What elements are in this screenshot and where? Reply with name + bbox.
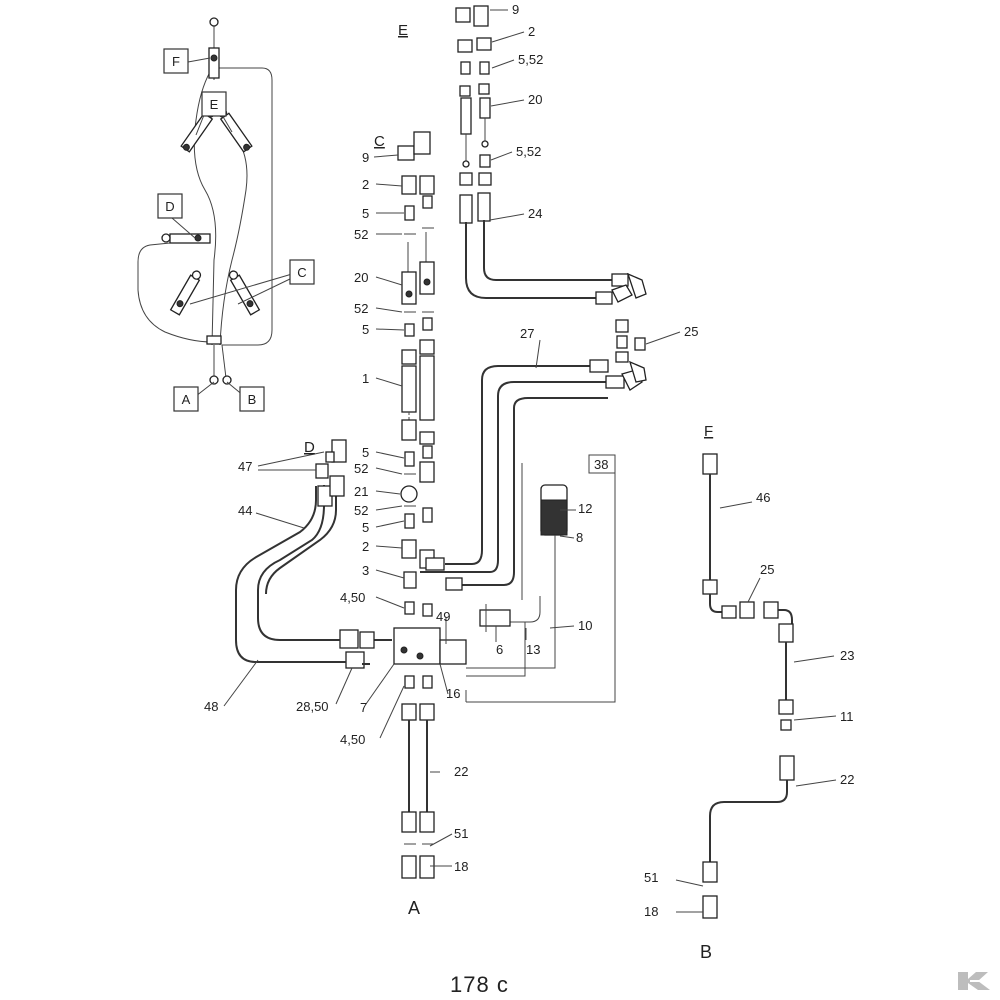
callout-f-25: 25 [760, 562, 774, 577]
callout-f-22: 22 [840, 772, 854, 787]
section-f: F 46 25 23 11 22 51 18 B [644, 423, 854, 962]
section-e: E 9 2 5,52 20 5,52 24 [398, 2, 647, 305]
callout-c-5-d: 5 [362, 520, 369, 535]
callout-e-20: 20 [528, 92, 542, 107]
callout-c-21: 21 [354, 484, 368, 499]
brand-k-logo-icon [958, 972, 992, 990]
callout-c-49: 49 [436, 609, 450, 624]
callout-e-9: 9 [512, 2, 519, 17]
callout-c-52-b: 52 [354, 301, 368, 316]
outlet-b-label: B [700, 942, 712, 962]
overview-label-f: F [172, 54, 180, 69]
callout-c-20: 20 [354, 270, 368, 285]
callout-c-9: 9 [362, 150, 369, 165]
callout-f-23: 23 [840, 648, 854, 663]
callout-12: 12 [578, 501, 592, 516]
callout-c-5-c: 5 [362, 445, 369, 460]
callout-8: 8 [576, 530, 583, 545]
callout-e-24: 24 [528, 206, 542, 221]
callout-6: 6 [496, 642, 503, 657]
callout-c-52-c: 52 [354, 461, 368, 476]
overview-label-c: C [297, 265, 306, 280]
callout-e-5-52-a: 5,52 [518, 52, 543, 67]
callout-f-18: 18 [644, 904, 658, 919]
callout-c-52-a: 52 [354, 227, 368, 242]
overview-label-b: B [248, 392, 257, 407]
callout-c-44: 44 [238, 503, 252, 518]
callout-c-2-b: 2 [362, 539, 369, 554]
callout-c-18: 18 [454, 859, 468, 874]
callout-c-4-50-a: 4,50 [340, 590, 365, 605]
callout-13: 13 [526, 642, 540, 657]
callout-c-48: 48 [204, 699, 218, 714]
callout-c-4-50-b: 4,50 [340, 732, 365, 747]
callout-c-7: 7 [360, 700, 367, 715]
callout-10: 10 [578, 618, 592, 633]
control-unit: 38 12 8 6 13 10 [465, 454, 616, 703]
callout-c-28-50: 28,50 [296, 699, 329, 714]
outlet-a-label: A [408, 898, 420, 918]
callout-c-2: 2 [362, 177, 369, 192]
callout-25: 25 [684, 324, 698, 339]
callout-38: 38 [594, 457, 608, 472]
callout-c-51: 51 [454, 826, 468, 841]
overview-label-a: A [182, 392, 191, 407]
callout-e-2: 2 [528, 24, 535, 39]
section-c: C [204, 131, 468, 918]
overview-label-e: E [210, 97, 219, 112]
section-f-label: F [704, 423, 713, 440]
callout-c-5: 5 [362, 206, 369, 221]
section-d-label: D [304, 439, 315, 456]
overview-label-d: D [165, 199, 174, 214]
callout-c-3: 3 [362, 563, 369, 578]
callout-c-52-d: 52 [354, 503, 368, 518]
callout-f-46: 46 [756, 490, 770, 505]
callout-27: 27 [520, 326, 534, 341]
callout-f-11: 11 [840, 709, 854, 724]
connectors-25-27: 27 25 [420, 319, 698, 586]
callout-c-1: 1 [362, 371, 369, 386]
callout-c-5-b: 5 [362, 322, 369, 337]
callout-c-22: 22 [454, 764, 468, 779]
section-c-label: C [374, 133, 385, 150]
callout-c-47: 47 [238, 459, 252, 474]
overview-schematic: F E D C A B [137, 17, 315, 412]
callout-f-51: 51 [644, 870, 658, 885]
page-number: 178 c [450, 972, 509, 997]
section-e-label: E [398, 22, 408, 39]
callout-c-16: 16 [446, 686, 460, 701]
callout-e-5-52-b: 5,52 [516, 144, 541, 159]
